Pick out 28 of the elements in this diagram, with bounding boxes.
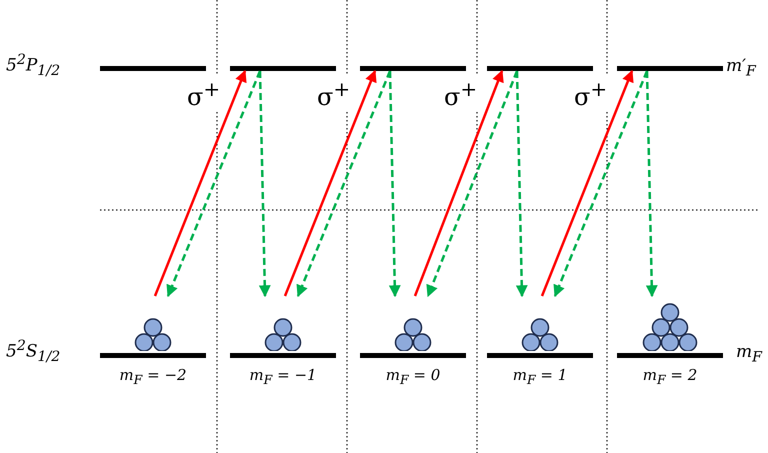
transition-arrow	[554, 70, 648, 298]
quantum-number-label: m$_{F}$ = 2	[642, 366, 698, 387]
transition-arrow	[540, 70, 634, 296]
transition-arrow	[154, 70, 247, 296]
excited-level	[617, 66, 723, 71]
transition-arrow	[426, 70, 518, 298]
transition-arrow	[296, 70, 392, 298]
transition-arrow	[646, 70, 658, 298]
transition-arrow	[414, 70, 504, 296]
transition-arrow	[258, 70, 271, 298]
transition-arrow	[284, 70, 377, 296]
quantum-number-label: m$_{F}$ = 0	[384, 366, 442, 387]
edge-label: σ$^{+}$	[442, 76, 480, 110]
edge-label: σ$^{+}$	[572, 76, 610, 110]
transition-arrow	[166, 70, 262, 298]
level-label: 5$^{2}$P$_{1/2}$	[6, 52, 60, 80]
quantum-number-label: m′$_{F}$	[726, 56, 756, 80]
level-label: 5$^{2}$S$_{1/2}$	[6, 338, 60, 366]
excited-level	[100, 66, 206, 71]
excited-level	[360, 66, 466, 71]
quantum-number-label: m$_{F}$	[736, 342, 762, 366]
transition-arrow	[388, 70, 401, 298]
quantum-number-label: m$_{F}$ = −1	[248, 366, 318, 387]
quantum-number-label: m$_{F}$ = 1	[512, 366, 568, 387]
quantum-number-label: m$_{F}$ = −2	[118, 366, 188, 387]
excited-level	[230, 66, 336, 71]
excited-level	[487, 66, 593, 71]
transition-arrow	[516, 70, 528, 298]
